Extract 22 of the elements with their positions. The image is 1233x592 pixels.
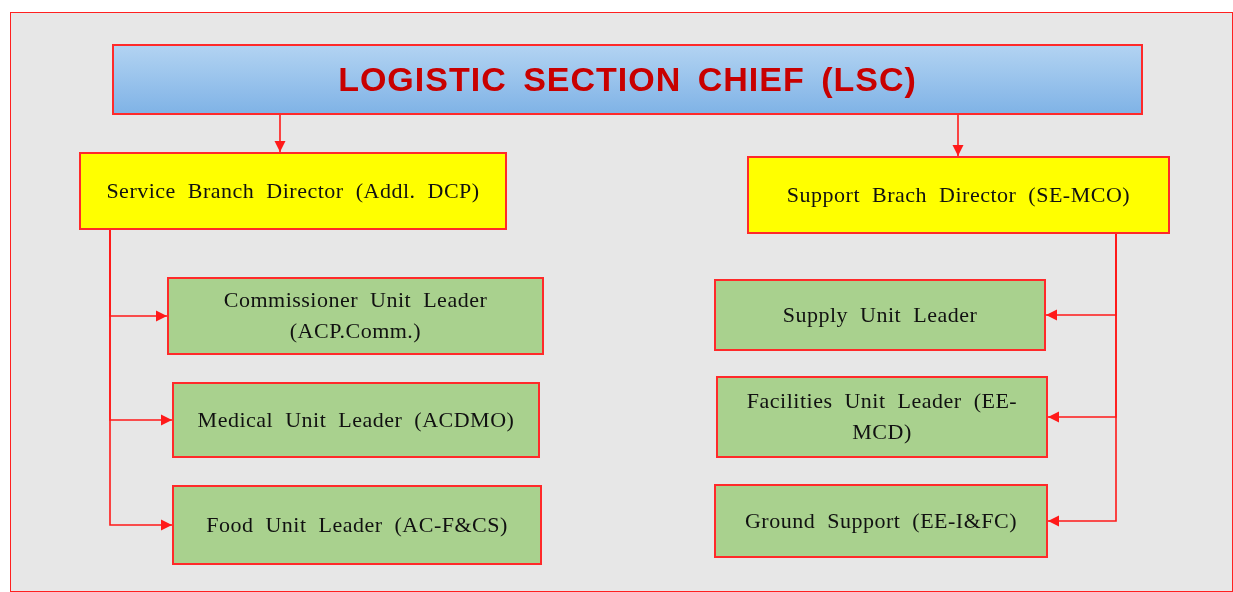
role-title: Medical Unit Leader (ACDMO) <box>197 405 515 434</box>
role-box <box>167 277 544 355</box>
arrow <box>1047 233 1117 527</box>
role-box <box>172 485 542 565</box>
role-title: LOGISTIC SECTION CHIEF (LSC) <box>338 58 917 100</box>
role-title: Food Unit Leader (AC-F&CS) <box>206 510 508 539</box>
role-box <box>79 152 507 230</box>
role-title: Ground Support (EE-I&FC) <box>744 506 1018 535</box>
role-box <box>714 484 1048 558</box>
role-title: Service Branch Director (Addl. DCP) <box>106 176 480 205</box>
role-box <box>747 156 1170 234</box>
role-title: Facilities Unit Leader (EE-MCD) <box>745 387 1019 446</box>
role-box <box>716 376 1048 458</box>
role-box <box>714 279 1046 351</box>
role-title: Supply Unit Leader <box>782 300 978 329</box>
role-box <box>172 382 540 458</box>
arrow <box>109 229 173 531</box>
role-title: Support Brach Director (SE-MCO) <box>786 180 1131 209</box>
arrow <box>274 114 286 153</box>
role-title: Commissioner Unit Leader (ACP.Comm.) <box>222 286 489 345</box>
title-box <box>112 44 1143 115</box>
arrow <box>952 114 964 157</box>
